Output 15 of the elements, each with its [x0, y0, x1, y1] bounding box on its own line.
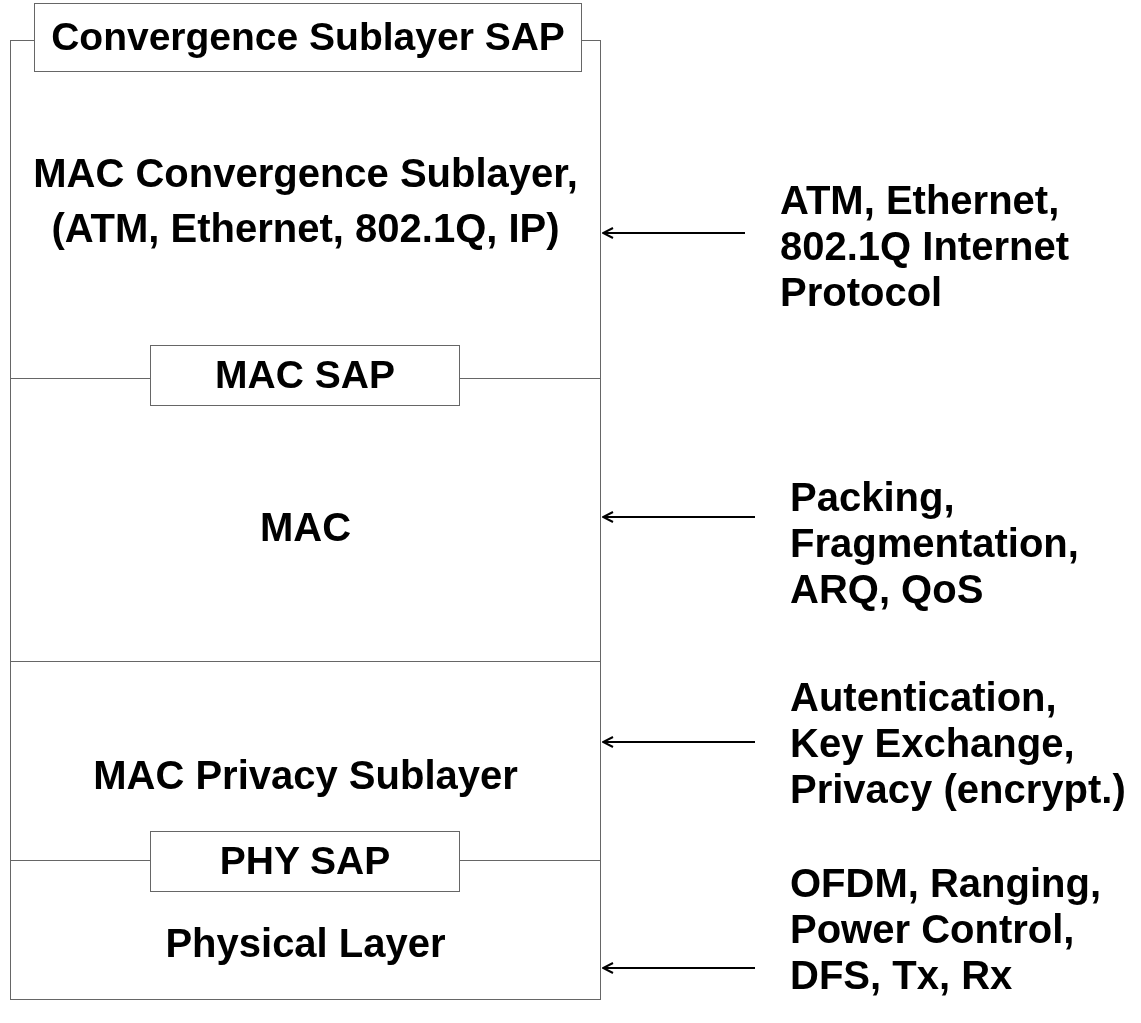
sap-box: PHY SAP [150, 831, 460, 892]
layer-label: MAC Convergence Sublayer, (ATM, Ethernet, 802.1Q, IP) [32, 149, 579, 252]
arrow [602, 736, 756, 748]
feature-list: ATM, Ethernet, 802.1Q Internet Protocol [780, 178, 1069, 314]
feature-list: Packing, Fragmentation, ARQ, QoS [790, 475, 1079, 611]
layer-label: MAC [259, 504, 352, 551]
sap-box: Convergence Sublayer SAP [34, 3, 582, 72]
arrow [602, 227, 746, 239]
sap-box: MAC SAP [150, 345, 460, 406]
feature-list: OFDM, Ranging, Power Control, DFS, Tx, Rx [790, 861, 1102, 997]
arrow [602, 962, 756, 974]
layer-label: MAC Privacy Sublayer [93, 752, 518, 799]
arrow [602, 511, 756, 523]
feature-list: Autentication, Key Exchange, Privacy (encrypt.) [790, 675, 1126, 811]
layer-label: Physical Layer [165, 920, 446, 967]
